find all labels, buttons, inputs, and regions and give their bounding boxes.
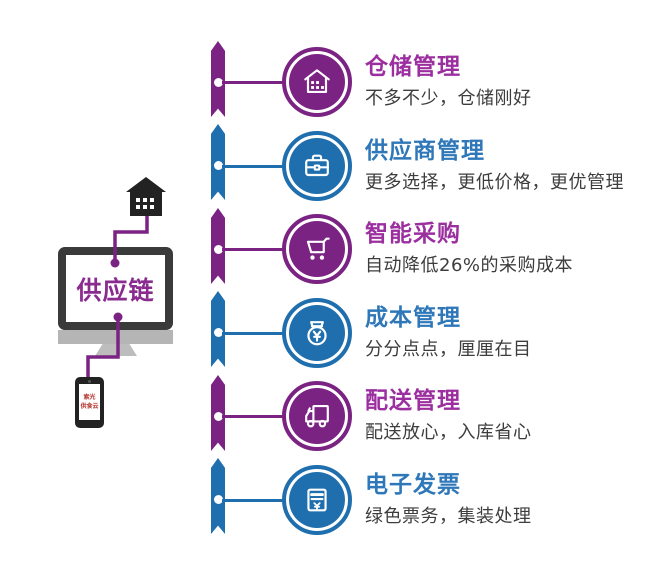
- timeline-node-dot: [213, 327, 223, 337]
- list-item-invoice: 电子发票 绿色票务，集装处理: [282, 458, 532, 542]
- item-subtitle: 自动降低26%的采购成本: [365, 255, 574, 277]
- item-subtitle: 绿色票务，集装处理: [365, 506, 532, 528]
- item-subtitle: 更多选择，更低价格，更优管理: [365, 172, 624, 194]
- list-item-procurement: 智能采购 自动降低26%的采购成本: [282, 207, 573, 291]
- list-item-warehouse: 仓储管理 不多不少，仓储刚好: [282, 40, 532, 124]
- timeline-node-dot: [213, 244, 223, 254]
- item-badge: [282, 381, 352, 451]
- item-subtitle: 分分点点，厘厘在目: [365, 339, 532, 361]
- list-item-delivery: 配送管理 配送放心，入库省心: [282, 374, 532, 458]
- timeline-node-dot: [213, 494, 223, 504]
- item-title: 配送管理: [365, 387, 461, 414]
- timeline-segment-4: [211, 291, 225, 367]
- timeline-node-dot: [213, 411, 223, 421]
- list-item-cost: 成本管理 分分点点，厘厘在目: [282, 291, 532, 375]
- phone-screen-text: 索光: [83, 393, 96, 401]
- connector-line-2: [222, 164, 284, 168]
- phone: 索光 供食云: [75, 377, 104, 428]
- house-icon: [126, 177, 166, 216]
- connector-line-5: [222, 414, 284, 418]
- list-item-supplier: 供应商管理 更多选择，更低价格，更优管理: [282, 124, 624, 208]
- timeline-node-dot: [213, 77, 223, 87]
- shopping-cart-icon: [289, 221, 345, 277]
- timeline-segment-2: [211, 124, 225, 200]
- item-title: 供应商管理: [365, 137, 485, 164]
- connector-line-4: [222, 331, 284, 335]
- warehouse-icon: [289, 54, 345, 110]
- monitor-chin: [58, 330, 173, 344]
- briefcase-icon: [289, 138, 345, 194]
- monitor-stand: [95, 344, 137, 356]
- item-title: 成本管理: [365, 304, 461, 331]
- timeline-segment-3: [211, 208, 225, 284]
- item-badge: [282, 298, 352, 368]
- item-badge: [282, 214, 352, 284]
- connector-line-1: [222, 80, 284, 84]
- item-subtitle: 配送放心，入库省心: [365, 422, 532, 444]
- item-badge: [282, 465, 352, 535]
- monitor-label: 供应链: [76, 275, 155, 305]
- connector-line-3: [222, 247, 284, 251]
- phone-camera-dot: [88, 379, 91, 383]
- item-badge: [282, 131, 352, 201]
- item-title: 仓储管理: [365, 53, 461, 80]
- invoice-icon: [289, 472, 345, 528]
- timeline-segment-1: [211, 41, 225, 117]
- phone-screen: 索光 供食云: [79, 384, 100, 420]
- money-bag-icon: [289, 305, 345, 361]
- delivery-truck-icon: [289, 388, 345, 444]
- item-title: 智能采购: [365, 220, 461, 247]
- item-badge: [282, 47, 352, 117]
- timeline-segment-5: [211, 375, 225, 451]
- item-subtitle: 不多不少，仓储刚好: [365, 88, 532, 110]
- timeline-segment-6: [211, 458, 225, 534]
- connector-line-6: [222, 498, 284, 502]
- phone-screen-text: 供食云: [80, 402, 99, 410]
- timeline-node-dot: [213, 160, 223, 170]
- item-title: 电子发票: [365, 471, 461, 498]
